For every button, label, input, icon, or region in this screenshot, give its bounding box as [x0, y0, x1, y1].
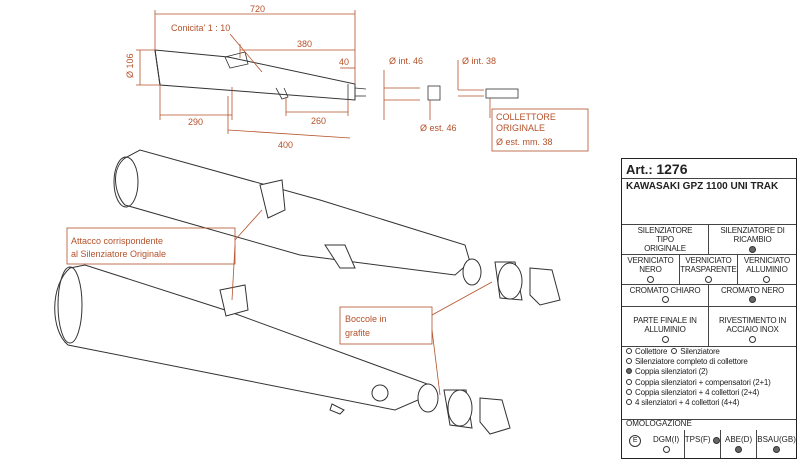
omologazione-label: OMOLOGAZIONE [626, 419, 692, 428]
silenz-type-row: SILENZIATORE TIPO ORIGINALE SILENZIATORE… [622, 224, 796, 255]
vern-trasp-dot [704, 275, 712, 283]
tps-cell: TPS(F) [683, 430, 720, 458]
model-name: KAWASAKI GPZ 1100 UNI TRAK [626, 181, 779, 192]
rivestimento-label: RIVESTIMENTO IN ACCIAIO INOX [718, 316, 787, 334]
vern-all-cell: VERNICIATO ALLUMINIO [738, 254, 796, 284]
callout-boccole-line1: Boccole in [345, 314, 387, 324]
parte-finale-cell: PARTE FINALE IN ALLUMINIO [622, 306, 709, 346]
abe-dot [735, 445, 743, 453]
dgm-cell: DGM(I) [648, 430, 683, 458]
callout-attacco-line1: Attacco corrispondente [71, 236, 163, 246]
vern-all-dot [763, 275, 771, 283]
omologazione-section: OMOLOGAZIONE E DGM(I) TPS(F) ABE(D) BSAU… [622, 417, 796, 458]
silenz-orig-cell: SILENZIATORE TIPO ORIGINALE [622, 224, 709, 254]
cromato-nero-cell: CROMATO NERO [709, 284, 796, 306]
art-row: Art.: 1276 [622, 159, 796, 179]
bsau-cell: BSAU(GB) [756, 430, 796, 458]
collector-note-line3: Ø est. mm. 38 [496, 137, 553, 147]
collector-note-line1: COLLETTORE [496, 112, 556, 122]
vern-trasp-label: VERNICIATO TRASPARENTE [680, 256, 737, 274]
silenziatore-dot [671, 347, 678, 354]
rivestimento-cell: RIVESTIMENTO IN ACCIAIO INOX [709, 306, 796, 346]
vern-trasp-cell: VERNICIATO TRASPARENTE [680, 254, 738, 284]
dim-380: 380 [297, 39, 312, 49]
rivestimento-dot [749, 335, 756, 343]
dim-290: 290 [188, 117, 203, 127]
silenz-ric-cell: SILENZIATORE DI RICAMBIO [709, 224, 796, 254]
art-label: Art.: [626, 162, 653, 177]
cromato-chiaro-cell: CROMATO CHIARO [622, 284, 709, 306]
dim-106: Ø 106 [125, 53, 135, 78]
vern-row: VERNICIATO NERO VERNICIATO TRASPARENTE V… [622, 254, 796, 285]
vern-nero-cell: VERNICIATO NERO [622, 254, 680, 284]
list-item: Coppia silenziatori + 4 collettori (2+4) [626, 388, 792, 398]
vern-all-label: VERNICIATO ALLUMINIO [743, 256, 791, 274]
silenz-ric-label: SILENZIATORE DI RICAMBIO [720, 226, 785, 244]
parte-finale-label: PARTE FINALE IN ALLUMINIO [633, 316, 697, 334]
finish-row: PARTE FINALE IN ALLUMINIO RIVESTIMENTO I… [622, 306, 796, 347]
list-item: Coppia silenziatori + compensatori (2+1) [626, 378, 792, 388]
cromato-chiaro-label: CROMATO CHIARO [629, 286, 701, 295]
cromato-chiaro-dot [661, 296, 669, 304]
dim-720: 720 [250, 4, 265, 14]
list-item: Coppia silenziatori (2) [626, 367, 792, 377]
vern-nero-dot [646, 275, 654, 283]
dim-40: 40 [339, 57, 349, 67]
model-row: KAWASAKI GPZ 1100 UNI TRAK [622, 178, 796, 225]
dgm-dot [662, 445, 670, 453]
e-mark-icon: E [629, 435, 642, 447]
callout-attacco-line2: al Silenziatore Originale [71, 249, 166, 259]
silenz-ric-dot [749, 245, 756, 253]
collettore-dot [626, 347, 632, 354]
dim-conicita: Conicita' 1 : 10 [171, 23, 230, 33]
bsau-dot [773, 445, 781, 453]
parte-finale-dot [661, 335, 669, 343]
list-item: Silenziatore completo di collettore [626, 357, 792, 367]
tps-dot [712, 436, 720, 444]
cromato-nero-dot [749, 296, 756, 304]
completo-dot [626, 358, 632, 365]
list-item: 4 silenziatori + 4 collettori (4+4) [626, 398, 792, 408]
dim-int46: Ø int. 46 [389, 56, 423, 66]
collector-note-line2: ORIGINALE [496, 123, 545, 133]
dim-est46: Ø est. 46 [420, 123, 457, 133]
quattro-dot [626, 398, 632, 405]
callout-boccole-line2: grafite [345, 328, 370, 338]
coppia-collettori-dot [626, 388, 632, 395]
coppia-dot [626, 368, 632, 375]
dim-int38: Ø int. 38 [462, 56, 496, 66]
dim-260: 260 [311, 116, 326, 126]
list-item: Collettore Silenziatore [626, 347, 792, 357]
silenz-orig-label: SILENZIATORE TIPO ORIGINALE [637, 226, 693, 253]
e-mark-cell: E [622, 430, 648, 458]
callouts [66, 108, 589, 396]
dim-400: 400 [278, 140, 293, 150]
vern-nero-label: VERNICIATO NERO [627, 256, 674, 274]
cromato-row: CROMATO CHIARO CROMATO NERO [622, 284, 796, 307]
package-list: Collettore Silenziatore Silenziatore com… [622, 346, 796, 420]
exploded-view [54, 149, 561, 435]
cromato-nero-label: CROMATO NERO [720, 286, 785, 295]
art-number: 1276 [656, 161, 688, 177]
abe-cell: ABE(D) [719, 430, 756, 458]
dimensioned-view [136, 10, 519, 139]
compensatori-dot [626, 378, 632, 385]
spec-card: Art.: 1276 KAWASAKI GPZ 1100 UNI TRAK SI… [621, 158, 797, 459]
